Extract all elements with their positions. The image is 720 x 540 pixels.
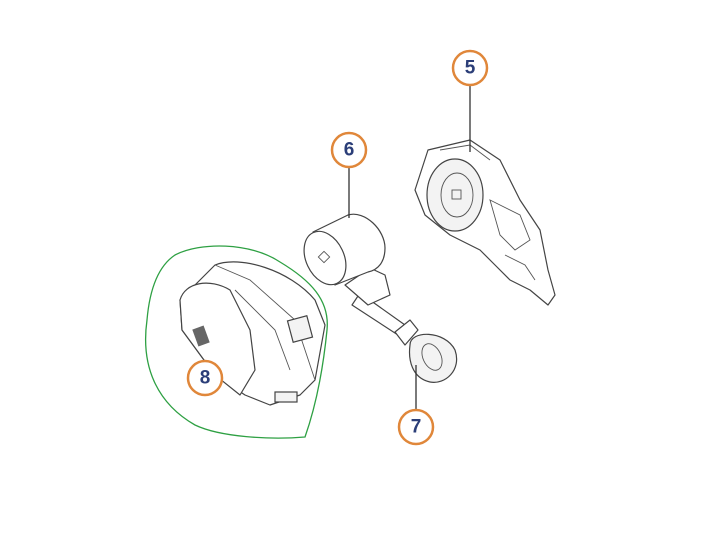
callout-8: 8 [186, 359, 224, 397]
svg-text:6: 6 [344, 140, 355, 161]
part-6-knob-shaft [303, 213, 406, 336]
svg-text:5: 5 [465, 58, 476, 79]
callout-5: 5 [451, 49, 489, 87]
part-5-mechanism [414, 139, 556, 306]
highlight-outline [145, 245, 328, 439]
svg-text:7: 7 [411, 417, 422, 438]
part-7-grommet [394, 319, 458, 383]
callout-6: 6 [330, 131, 368, 169]
svg-text:8: 8 [200, 368, 211, 389]
callout-7: 7 [397, 408, 435, 446]
